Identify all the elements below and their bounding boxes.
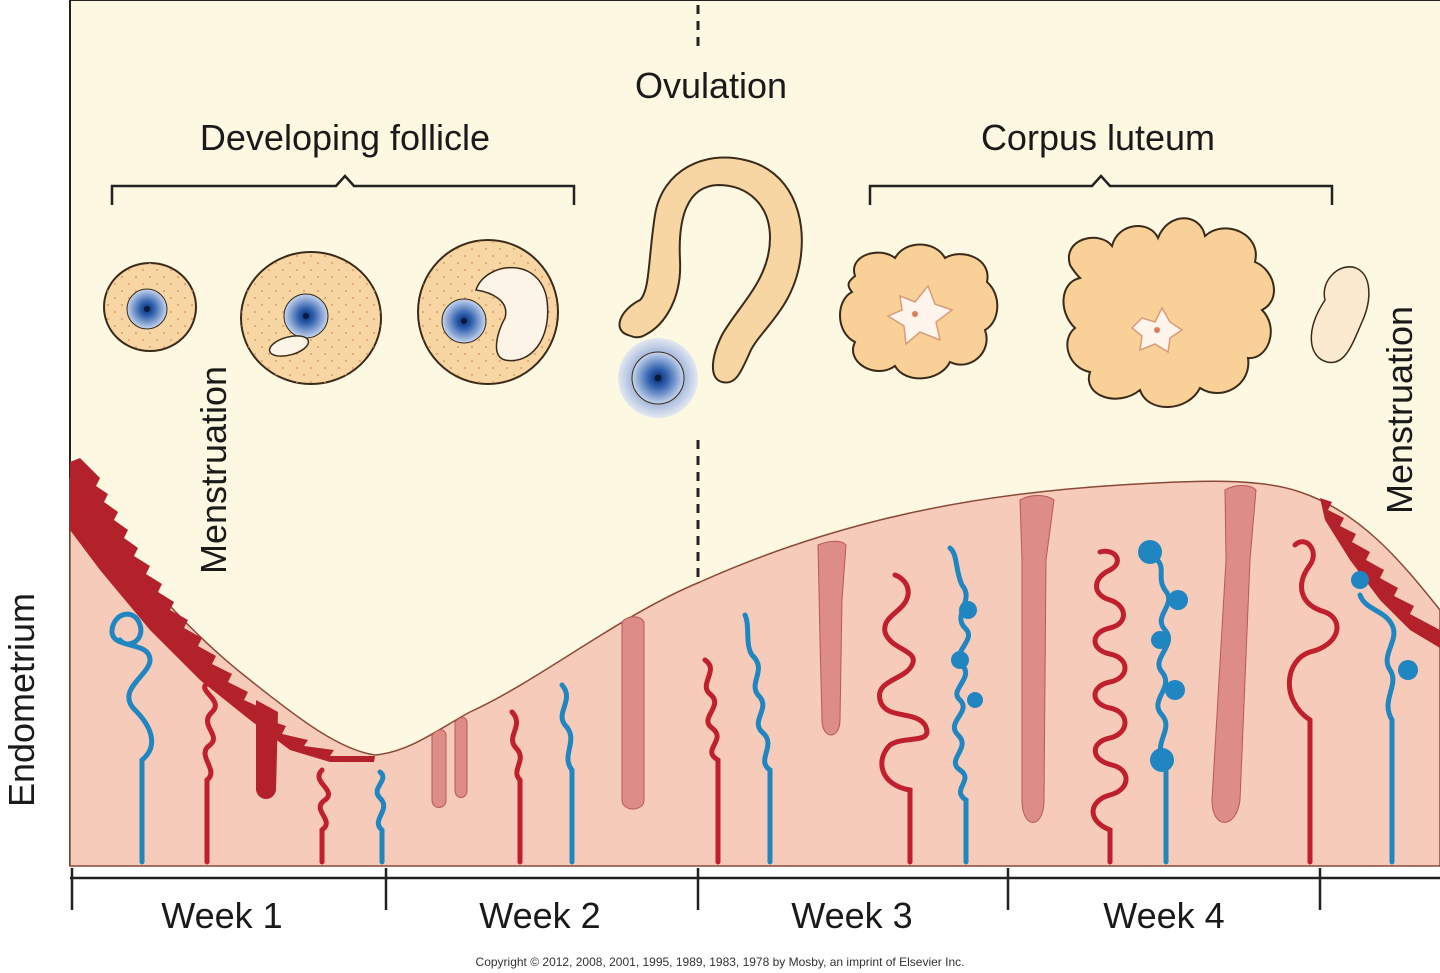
released-oocyte (618, 338, 698, 418)
corpus-luteum-brace (868, 174, 1334, 205)
follicle-stage-2 (240, 251, 382, 385)
antrum (268, 335, 310, 357)
week-1-label: Week 1 (161, 895, 282, 936)
developing-follicle-brace (110, 174, 576, 205)
shedding-functional-layer (1320, 498, 1440, 648)
week-timeline (70, 868, 1440, 910)
copyright-notice: Copyright © 2012, 2008, 2001, 1995, 1989… (476, 955, 965, 969)
corpus-luteum-stage-2 (1062, 217, 1275, 408)
follicle-stage-3 (417, 239, 559, 385)
veins (109, 545, 1397, 865)
week-3-label: Week 3 (791, 895, 912, 936)
follicle-stage-1 (103, 262, 197, 352)
corpus-albicans (1310, 266, 1370, 364)
menstruation-label-right: Menstruation (1379, 306, 1420, 514)
week-2-label: Week 2 (479, 895, 600, 936)
developing-follicle-label: Developing follicle (200, 117, 490, 158)
uterine-glands (431, 485, 1257, 823)
antrum (475, 266, 549, 362)
endometrium-label: Endometrium (1, 593, 42, 807)
week-4-label: Week 4 (1103, 895, 1224, 936)
spiral-arteries (202, 539, 1340, 865)
ovulation-label: Ovulation (635, 65, 787, 106)
corpus-luteum-label: Corpus luteum (981, 117, 1215, 158)
menstruation-label-left: Menstruation (193, 366, 234, 574)
vein-blebs (951, 540, 1418, 772)
ruptured-follicle (618, 156, 803, 384)
corpus-luteum-stage-1 (839, 243, 999, 380)
